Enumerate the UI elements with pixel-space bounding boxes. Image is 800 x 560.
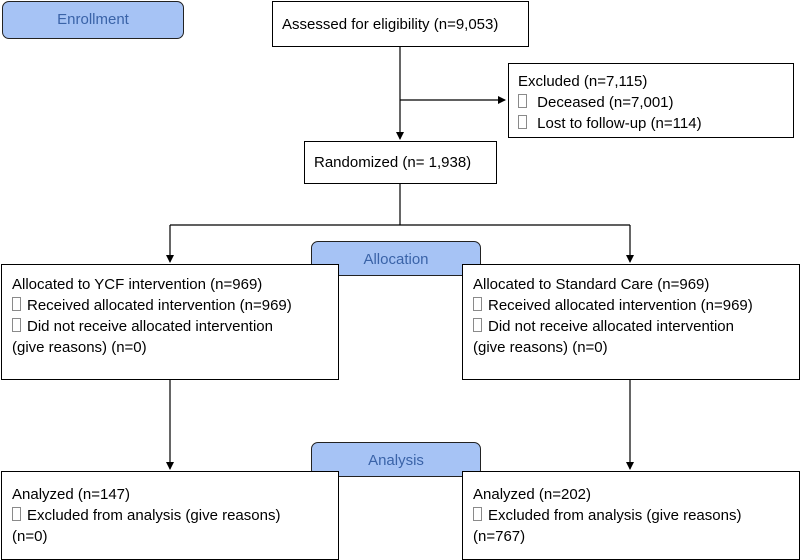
allocated-ycf-title: Allocated to YCF intervention (n=969) [12, 276, 263, 293]
allocated-standard-not-received: Did not receive allocated intervention [473, 316, 799, 337]
assessed-text: Assessed for eligibility (n=9,053) [282, 16, 499, 33]
bullet-icon [12, 507, 21, 521]
analyzed-ycf-excluded: Excluded from analysis (give reasons) [12, 505, 338, 526]
enrollment-stage-label: Enrollment [2, 1, 184, 39]
bullet-icon [473, 318, 482, 332]
analyzed-ycf-excluded-count: (n=0) [12, 528, 48, 545]
analyzed-ycf-box: Analyzed (n=147) Excluded from analysis … [1, 471, 339, 560]
excluded-box: Excluded (n=7,115) Deceased (n=7,001) Lo… [508, 63, 794, 138]
bullet-icon [473, 297, 482, 311]
assessed-box: Assessed for eligibility (n=9,053) [272, 1, 529, 47]
analyzed-standard-box: Analyzed (n=202) Excluded from analysis … [462, 471, 800, 560]
bullet-icon [518, 94, 527, 108]
allocation-stage-label: Allocation [311, 241, 481, 276]
bullet-icon [12, 297, 21, 311]
excluded-item-deceased: Deceased (n=7,001) [518, 92, 793, 113]
bullet-icon [12, 318, 21, 332]
allocated-ycf-received: Received allocated intervention (n=969) [12, 295, 338, 316]
allocated-ycf-not-received: Did not receive allocated intervention [12, 316, 338, 337]
allocated-ycf-box: Allocated to YCF intervention (n=969) Re… [1, 264, 339, 380]
allocated-standard-box: Allocated to Standard Care (n=969) Recei… [462, 264, 800, 380]
analyzed-standard-title: Analyzed (n=202) [473, 486, 591, 503]
allocated-standard-received: Received allocated intervention (n=969) [473, 295, 799, 316]
excluded-title: Excluded (n=7,115) [518, 73, 648, 90]
analyzed-ycf-title: Analyzed (n=147) [12, 486, 130, 503]
randomized-box: Randomized (n= 1,938) [304, 141, 497, 184]
excluded-item-lost: Lost to follow-up (n=114) [518, 113, 793, 134]
analysis-stage-label: Analysis [311, 442, 481, 477]
analyzed-standard-excluded-count: (n=767) [473, 528, 526, 545]
randomized-text: Randomized (n= 1,938) [314, 154, 472, 171]
bullet-icon [518, 115, 527, 129]
bullet-icon [473, 507, 482, 521]
allocated-standard-reasons: (give reasons) (n=0) [473, 339, 608, 356]
allocated-standard-title: Allocated to Standard Care (n=969) [473, 276, 710, 293]
allocated-ycf-reasons: (give reasons) (n=0) [12, 339, 147, 356]
analyzed-standard-excluded: Excluded from analysis (give reasons) [473, 505, 799, 526]
